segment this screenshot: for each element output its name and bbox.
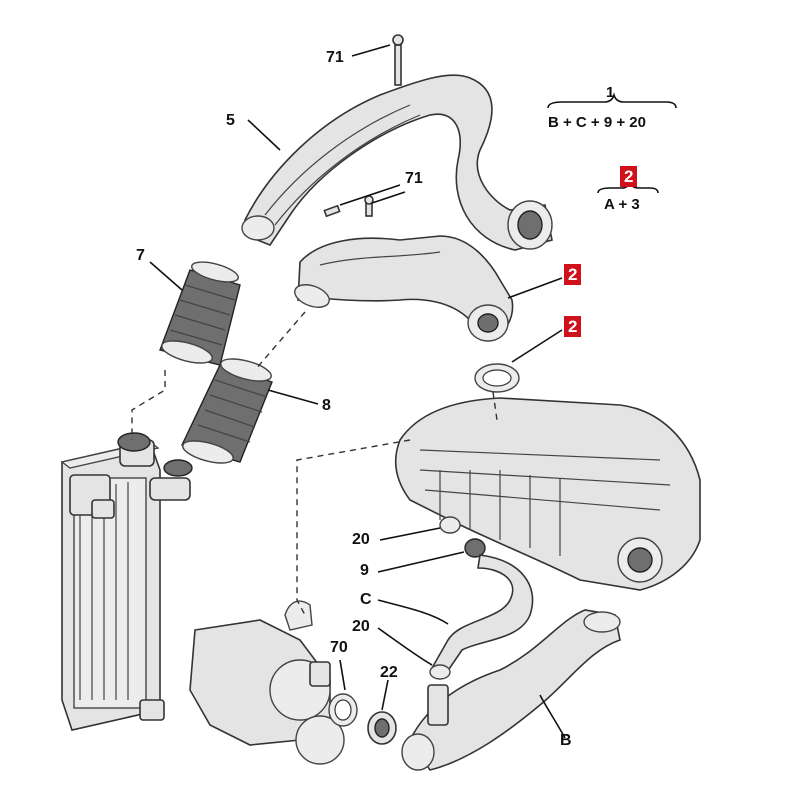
hose-C bbox=[430, 554, 534, 677]
label-70: 70 bbox=[330, 639, 348, 656]
pipe-B bbox=[401, 609, 621, 771]
label-7: 7 bbox=[136, 247, 145, 264]
intake-duct bbox=[294, 235, 514, 342]
clamp-70 bbox=[328, 693, 358, 727]
clamp-20-lower bbox=[429, 664, 451, 680]
label-5: 5 bbox=[226, 112, 235, 129]
hose-9 bbox=[464, 538, 486, 558]
bolts-71 bbox=[323, 195, 374, 218]
intercooler bbox=[60, 432, 193, 731]
label-8: 8 bbox=[322, 397, 331, 414]
label-71-mid: 71 bbox=[405, 170, 423, 187]
label-20-lower: 20 bbox=[352, 618, 370, 635]
label-9: 9 bbox=[360, 562, 369, 579]
intake-pipe-5 bbox=[241, 34, 553, 251]
label-C: C bbox=[360, 591, 372, 608]
kit-1-title: 1 bbox=[606, 84, 615, 101]
kit-1-parts: B + C + 9 + 20 bbox=[548, 114, 646, 131]
hose-8 bbox=[181, 358, 273, 464]
clamp-20-upper bbox=[439, 516, 461, 534]
sleeve-22 bbox=[367, 711, 397, 745]
label-22: 22 bbox=[380, 664, 398, 681]
label-20-upper: 20 bbox=[352, 531, 370, 548]
label-2-clamp: 2 bbox=[564, 316, 582, 337]
label-71-top: 71 bbox=[326, 49, 344, 66]
intake-manifold bbox=[394, 397, 701, 591]
kit-2-title: 2 bbox=[620, 166, 638, 187]
label-B: B bbox=[560, 732, 572, 749]
hose-7 bbox=[159, 261, 241, 366]
kit-2-parts: A + 3 bbox=[604, 196, 640, 213]
clamp bbox=[474, 363, 520, 393]
turbocharger bbox=[189, 600, 345, 765]
label-2-duct: 2 bbox=[564, 264, 582, 285]
